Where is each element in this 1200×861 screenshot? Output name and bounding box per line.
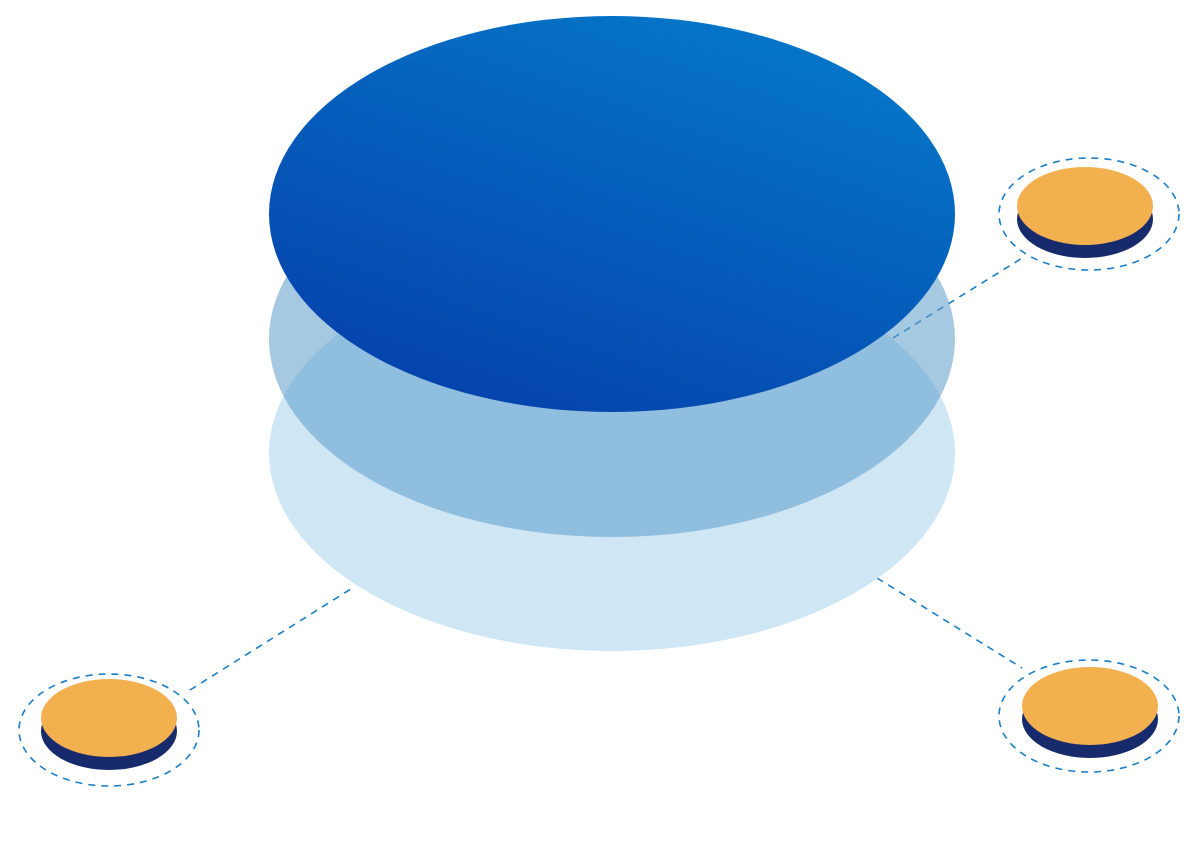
node-top-right [998, 157, 1180, 271]
dashed-ring [18, 673, 200, 787]
coin-top [41, 679, 177, 757]
node-bottom-left [18, 673, 200, 787]
coin-top [1017, 167, 1153, 245]
top-layer [269, 16, 955, 412]
connector-bottom-right [876, 577, 1023, 669]
connector-bottom-left [189, 586, 355, 691]
node-bottom-right [998, 659, 1180, 773]
dashed-ring [998, 157, 1180, 271]
dashed-ring [998, 659, 1180, 773]
coin-top [1022, 667, 1158, 745]
